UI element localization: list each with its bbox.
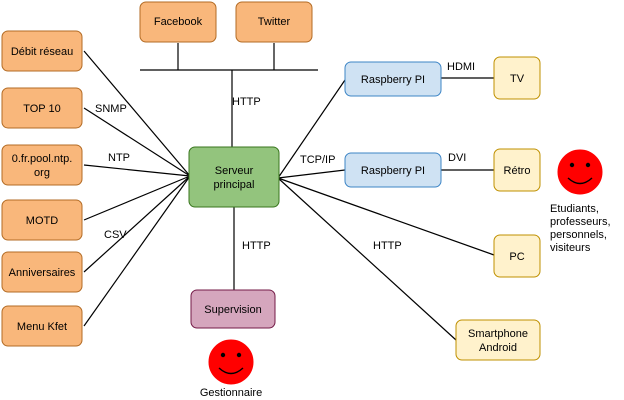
users-label-line2: professeurs, xyxy=(550,216,611,228)
facebook-node: Facebook xyxy=(139,1,217,43)
smartphone-box xyxy=(455,319,541,361)
admin-smiley-icon xyxy=(208,339,254,385)
pc-node: PC xyxy=(493,234,541,278)
tv-box xyxy=(493,56,541,100)
users-smiley-left-eye xyxy=(569,162,575,168)
ntp-server-node: 0.fr.pool.ntp. org xyxy=(1,144,83,186)
tv-node: TV xyxy=(493,56,541,100)
users-label-line3: personnels, xyxy=(550,229,607,241)
retro-label: Rétro xyxy=(504,165,531,177)
menu-kfet-link xyxy=(83,175,191,327)
raspberry1-label: Raspberry PI xyxy=(361,74,425,86)
debit-reseau-node: Débit réseau xyxy=(1,30,83,72)
serveur-label-line2: principal xyxy=(214,179,255,191)
pc-box xyxy=(493,234,541,278)
ntp-server-label-line1: 0.fr.pool.ntp. xyxy=(12,153,73,165)
supervision-box xyxy=(190,289,276,329)
facebook-label: Facebook xyxy=(154,16,203,28)
edge-label-dvi: DVI xyxy=(448,152,466,164)
retro-node: Rétro xyxy=(493,148,541,192)
ntp-link xyxy=(83,164,191,177)
debit-reseau-label: Débit réseau xyxy=(11,46,73,58)
users-smiley-face xyxy=(557,149,603,195)
raspberry1-link xyxy=(277,79,346,179)
users-smiley-icon xyxy=(557,149,603,195)
menu-kfet-box xyxy=(1,305,83,347)
users-smiley-mouth xyxy=(567,177,593,185)
raspberry2-label: Raspberry PI xyxy=(361,165,425,177)
anniversaires-link xyxy=(83,175,191,273)
anniversaires-box xyxy=(1,251,83,293)
anniversaires-label: Anniversaires xyxy=(9,267,76,279)
edge-label-tcpip: TCP/IP xyxy=(300,154,335,166)
serveur-label-line1: Serveur xyxy=(215,165,254,177)
tv-label: TV xyxy=(510,73,525,85)
supervision-node: Supervision xyxy=(190,289,276,329)
edge-label-http-supervision: HTTP xyxy=(242,240,271,252)
pc-link xyxy=(277,177,495,256)
menu-kfet-label: Menu Kfet xyxy=(17,321,67,333)
admin-smiley-mouth xyxy=(218,367,244,375)
edge-label-ntp: NTP xyxy=(108,152,130,164)
serveur-principal-box xyxy=(188,146,280,208)
raspberry1-box xyxy=(344,61,442,97)
raspberry2-node: Raspberry PI xyxy=(344,152,442,188)
admin-smiley-left-eye xyxy=(220,352,226,358)
users-label-line4: visiteurs xyxy=(550,242,591,254)
twitter-node: Twitter xyxy=(235,1,313,43)
facebook-box xyxy=(139,1,217,43)
pc-label: PC xyxy=(509,251,524,263)
edge-label-csv: CSV xyxy=(104,229,127,241)
retro-box xyxy=(493,148,541,192)
debit-link xyxy=(83,50,191,177)
smartphone-node: Smartphone Android xyxy=(455,319,541,361)
connections xyxy=(83,43,495,341)
smartphone-label-line1: Smartphone xyxy=(468,328,528,340)
edge-label-http-right: HTTP xyxy=(373,240,402,252)
motd-node: MOTD xyxy=(1,199,83,241)
smartphone-link xyxy=(277,177,457,341)
edge-label-http-top: HTTP xyxy=(232,96,261,108)
raspberry2-box xyxy=(344,152,442,188)
top10-box xyxy=(1,87,83,129)
admin-label: Gestionnaire xyxy=(200,387,262,399)
admin-smiley-face xyxy=(208,339,254,385)
raspberry2-link xyxy=(277,169,346,179)
users-label-line1: Etudiants, xyxy=(550,203,599,215)
raspberry1-node: Raspberry PI xyxy=(344,61,442,97)
twitter-label: Twitter xyxy=(258,16,291,28)
top10-label: TOP 10 xyxy=(23,103,61,115)
debit-reseau-box xyxy=(1,30,83,72)
top10-node: TOP 10 xyxy=(1,87,83,129)
smartphone-label-line2: Android xyxy=(479,342,517,354)
ntp-server-box xyxy=(1,144,83,186)
anniversaires-node: Anniversaires xyxy=(1,251,83,293)
serveur-principal-node: Serveur principal xyxy=(188,146,280,208)
supervision-label: Supervision xyxy=(204,304,261,316)
menu-kfet-node: Menu Kfet xyxy=(1,305,83,347)
motd-box xyxy=(1,199,83,241)
motd-label: MOTD xyxy=(26,215,58,227)
twitter-box xyxy=(235,1,313,43)
edge-label-hdmi: HDMI xyxy=(447,61,475,73)
ntp-server-label-line2: org xyxy=(34,167,50,179)
edge-label-snmp: SNMP xyxy=(95,103,127,115)
motd-link xyxy=(83,175,191,221)
admin-smiley-right-eye xyxy=(236,352,242,358)
users-smiley-right-eye xyxy=(585,162,591,168)
top10-link xyxy=(83,107,191,177)
